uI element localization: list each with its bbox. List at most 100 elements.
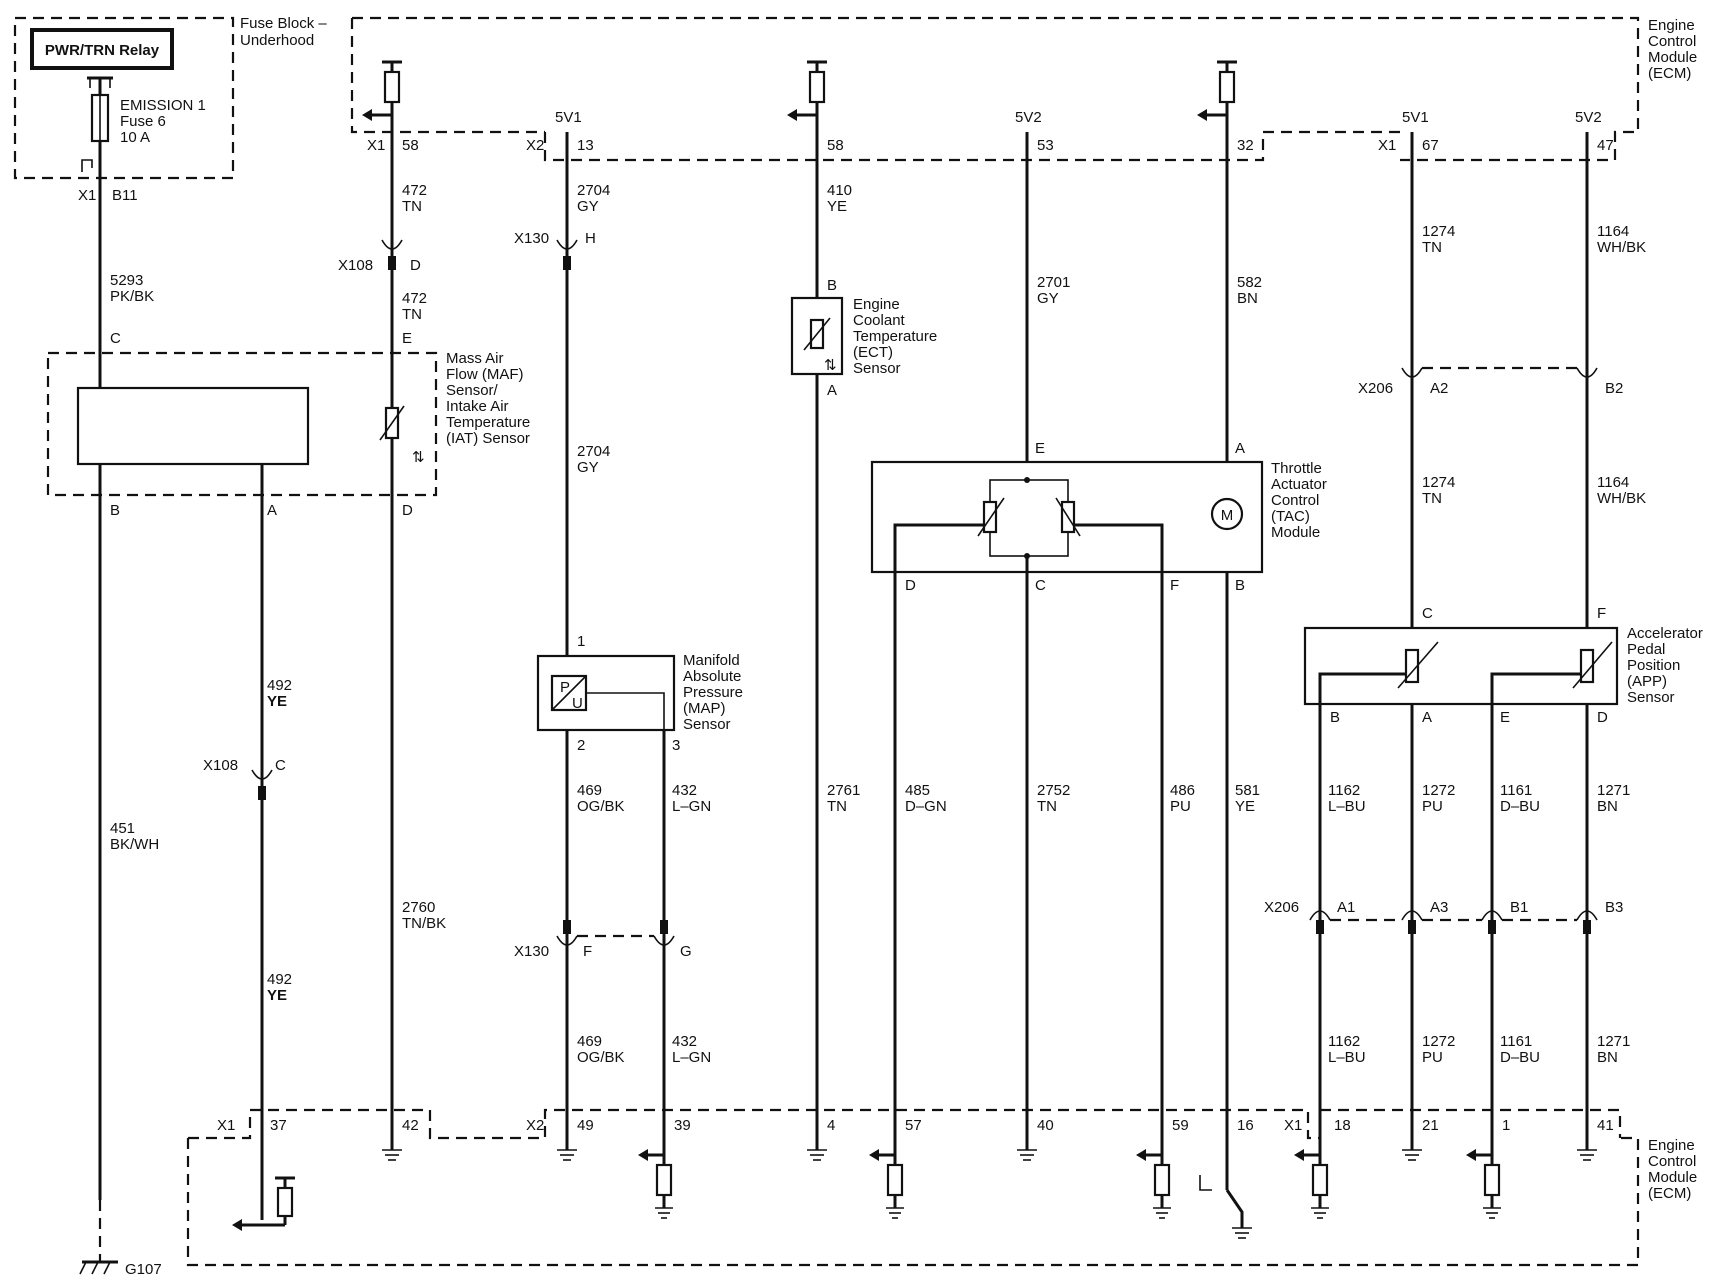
wire-number: 2761 [827, 782, 860, 799]
wire-color: TN [402, 306, 422, 323]
maf-label-2: Flow (MAF) [446, 366, 524, 383]
connector-x2-13: X2 [526, 137, 544, 154]
ecm-top-box: Engine Control Module (ECM) [350, 16, 1697, 162]
connector-x1-58: X1 [367, 137, 385, 154]
connector-x1-18: X1 [1284, 1117, 1302, 1134]
ground-g107: G107 [79, 1200, 162, 1278]
app-label-4: (APP) [1627, 673, 1667, 690]
bottom-pin: 37 [270, 1117, 287, 1134]
ecm-title-bottom-2: Control [1648, 1153, 1696, 1170]
pin-letter: E [402, 330, 412, 347]
top-pin-numbers: 58 13 58 53 32 67 47 [402, 137, 1614, 154]
maf-label-6: (IAT) Sensor [446, 430, 530, 447]
wire-number: 469 [577, 1033, 602, 1050]
map-symbol-u: U [572, 695, 583, 712]
bottom-pin: 57 [905, 1117, 922, 1134]
wire-color: PU [1422, 798, 1443, 815]
wire-color: TN/BK [402, 915, 446, 932]
ecm-bottom-grounds [382, 1149, 1597, 1161]
pin-letter: C [1035, 577, 1046, 594]
tac-label-5: Module [1271, 524, 1320, 541]
wire-number: 2760 [402, 899, 435, 916]
fuse-line-2: Fuse 6 [120, 113, 166, 130]
bottom-pin: 41 [1597, 1117, 1614, 1134]
pin-letter: A [267, 502, 277, 519]
wire-color: TN [1037, 798, 1057, 815]
bottom-pin: 40 [1037, 1117, 1054, 1134]
inline-connectors [251, 239, 1598, 946]
pin-letter: A3 [1430, 899, 1448, 916]
pwr-trn-relay [30, 28, 174, 70]
map-label-2: Absolute [683, 668, 741, 685]
map-label-1: Manifold [683, 652, 740, 669]
pin-letter: F [1597, 605, 1606, 622]
pin-letter: A [827, 382, 837, 399]
pin-b11: B11 [112, 187, 138, 204]
map-symbol-p: P [560, 679, 570, 696]
ecm-title-bottom-4: (ECM) [1648, 1185, 1691, 1202]
top-pin: 53 [1037, 137, 1054, 154]
wire-color: YE [827, 198, 847, 215]
pin-letter: D [410, 257, 421, 274]
pin-letter: D [1597, 709, 1608, 726]
map-label-5: Sensor [683, 716, 731, 733]
maf-label-5: Temperature [446, 414, 530, 431]
bottom-pin: 21 [1422, 1117, 1439, 1134]
wire-number: 1164 [1597, 474, 1629, 491]
wire-number: 2701 [1037, 274, 1070, 291]
wire-number: 2752 [1037, 782, 1070, 799]
wire-number: 2704 [577, 443, 610, 460]
ect-label-1: Engine [853, 296, 900, 313]
connector-x1-37: X1 [217, 1117, 235, 1134]
wire-color: WH/BK [1597, 490, 1646, 507]
motor-icon: M [1221, 507, 1234, 524]
supply-5v1: 5V1 [1402, 109, 1429, 126]
wire-color: L–BU [1328, 1049, 1366, 1066]
wire-color: D–BU [1500, 798, 1540, 815]
maf-label-3: Sensor/ [446, 382, 499, 399]
ect-sensor: ⇅ Engine Coolant Temperature (ECT) Senso… [790, 296, 937, 377]
pin-letter: 2 [577, 737, 585, 754]
wire-number: 492 [267, 971, 292, 988]
wire-color: L–GN [672, 798, 711, 815]
ecm-title-top-1: Engine [1648, 17, 1695, 34]
wire-number: 1271 [1597, 782, 1630, 799]
pin-letter: D [402, 502, 413, 519]
wire-color: OG/BK [577, 1049, 625, 1066]
ect-label-3: Temperature [853, 328, 937, 345]
wire-color: TN [827, 798, 847, 815]
ecm-bottom-resistors [232, 1149, 1501, 1239]
pin-letter: E [1500, 709, 1510, 726]
pin-letter: D [905, 577, 916, 594]
top-pin: 47 [1597, 137, 1614, 154]
ecm-bottom-box: Engine Control Module (ECM) [186, 1108, 1697, 1267]
ground-label: G107 [125, 1261, 162, 1278]
tac-label-4: (TAC) [1271, 508, 1310, 525]
app-label-5: Sensor [1627, 689, 1675, 706]
supply-5v2: 5V2 [1015, 109, 1042, 126]
wire-color: BN [1597, 798, 1618, 815]
pin-letter: B [1235, 577, 1245, 594]
connector-x108-c: X108 [203, 757, 238, 774]
bottom-pin-numbers: 37 42 49 39 4 57 40 59 16 18 21 1 41 [270, 1117, 1614, 1134]
wire-number: 1164 [1597, 223, 1629, 240]
pin-letter: C [110, 330, 121, 347]
wire-color: PK/BK [110, 288, 154, 305]
app-label-1: Accelerator [1627, 625, 1703, 642]
pin-letter: B3 [1605, 899, 1623, 916]
ecm-title-top-3: Module [1648, 49, 1697, 66]
connector-x206-a2: X206 [1358, 380, 1393, 397]
ecm-title-bottom-3: Module [1648, 1169, 1697, 1186]
app-label-3: Position [1627, 657, 1680, 674]
fuse-line-3: 10 A [120, 129, 150, 146]
top-pin: 58 [402, 137, 419, 154]
wire-color: BN [1237, 290, 1258, 307]
maf-label-1: Mass Air [446, 350, 504, 367]
map-label-4: (MAP) [683, 700, 726, 717]
ect-label-4: (ECT) [853, 344, 893, 361]
pin-letter: A [1235, 440, 1245, 457]
wire-color: GY [577, 198, 599, 215]
wire-color: TN [402, 198, 422, 215]
pin-letter: G [680, 943, 692, 960]
